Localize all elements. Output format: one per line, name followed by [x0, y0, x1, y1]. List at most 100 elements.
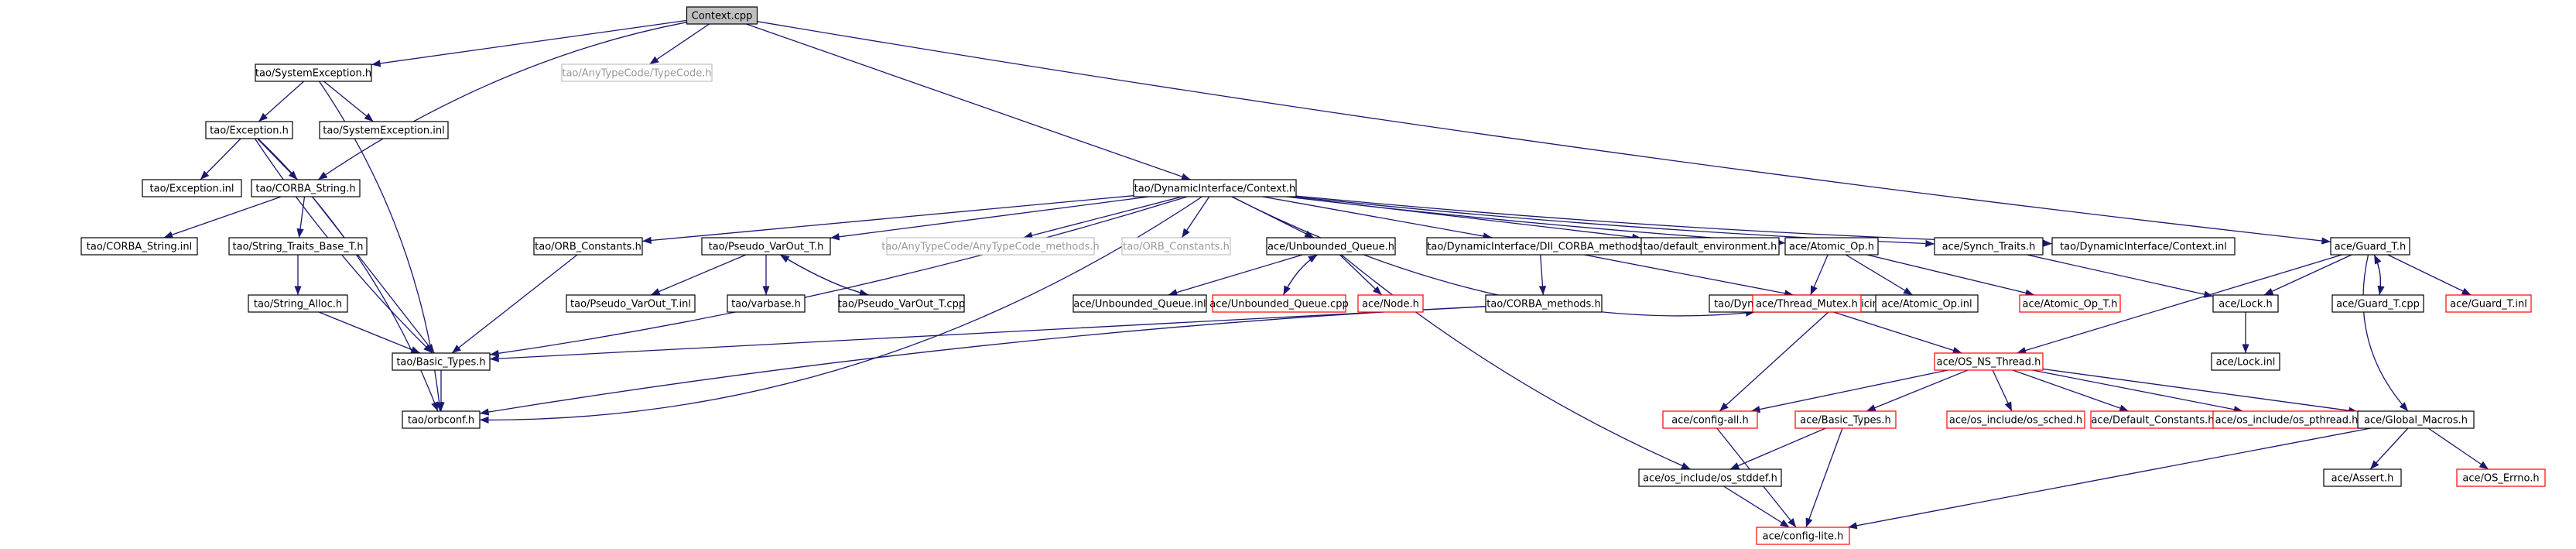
node-dictx[interactable]: tao/DynamicInterface/Context.h [1133, 179, 1297, 197]
node-label: ace/os_include/os_pthread.h [2215, 415, 2359, 427]
node-guardtinl[interactable]: ace/Guard_T.inl [2445, 294, 2532, 313]
node-threadmutex[interactable]: ace/Thread_Mutex.h [1752, 294, 1862, 313]
node-defenv[interactable]: tao/default_environment.h [1640, 237, 1780, 256]
node-acebasic[interactable]: ace/Basic_Types.h [1794, 410, 1897, 429]
node-pseudovarcpp[interactable]: tao/Pseudo_VarOut_T.cpp [838, 294, 965, 313]
node-label: tao/CORBA_methods.h [1486, 299, 1600, 311]
edges-layer [163, 19, 2489, 530]
edge-osns-to-configall [1750, 369, 1948, 413]
node-assert[interactable]: ace/Assert.h [2323, 468, 2402, 487]
node-lockinl[interactable]: ace/Lock.inl [2211, 352, 2280, 371]
node-label: tao/ORB_Constants.h [535, 242, 641, 253]
node-unbqcpp[interactable]: ace/Unbounded_Queue.cpp [1209, 294, 1349, 313]
node-orbconst1[interactable]: tao/ORB_Constants.h [533, 237, 643, 256]
edge-unbq-to-unbqcpp [1282, 254, 1318, 296]
edge-unbq-to-osstddef [1340, 254, 1691, 470]
node-label: ace/Atomic_Op.h [1789, 242, 1874, 253]
node-label: tao/SystemException.h [255, 68, 371, 80]
node-unbqinl[interactable]: ace/Unbounded_Queue.inl [1072, 294, 1207, 313]
node-exc[interactable]: tao/Exception.h [205, 121, 293, 139]
node-label: tao/DynamicInterface/Context.h [1134, 184, 1296, 195]
node-osns[interactable]: ace/OS_NS_Thread.h [1934, 352, 2044, 371]
node-defconst[interactable]: ace/Default_Constants.h [2090, 410, 2215, 429]
dependency-edge [1750, 369, 1948, 413]
node-atomicop[interactable]: ace/Atomic_Op.h [1784, 237, 1879, 256]
node-atomicopinl[interactable]: ace/Atomic_Op.inl [1875, 294, 1979, 313]
edge-osstddef-to-configlite [1723, 486, 1790, 528]
node-box [1752, 294, 1862, 313]
node-anytc[interactable]: tao/AnyTypeCode/TypeCode.h [561, 63, 713, 82]
dependency-edge [779, 254, 869, 296]
dependency-edge [2263, 254, 2352, 296]
edge-stralloc-to-basictypes [318, 311, 421, 354]
node-corbastr[interactable]: tao/CORBA_String.h [251, 179, 361, 197]
dependency-edge [2373, 254, 2382, 296]
node-guardtcpp[interactable]: ace/Guard_T.cpp [2331, 294, 2424, 313]
node-label: ace/Assert.h [2331, 473, 2394, 485]
edge-root-to-dictx [746, 23, 1191, 180]
node-configlite[interactable]: ace/config-lite.h [1756, 527, 1850, 545]
edge-osns-to-acebasic [1866, 369, 1969, 412]
node-configall[interactable]: ace/config-all.h [1662, 410, 1758, 429]
dependency-edge [1023, 196, 1182, 239]
node-excinl[interactable]: tao/Exception.inl [142, 179, 242, 197]
edge-dictx-to-orbconst2 [1181, 196, 1210, 238]
node-corbameth[interactable]: tao/CORBA_methods.h [1485, 294, 1603, 313]
edge-osns-to-ospthread [2032, 369, 2243, 413]
node-box [1794, 410, 1897, 429]
node-ossched[interactable]: ace/os_include/os_sched.h [1946, 410, 2085, 429]
node-strtraits[interactable]: tao/String_Traits_Base_T.h [228, 237, 368, 256]
node-box [248, 294, 348, 313]
dependency-edge [1729, 427, 1826, 470]
node-label: tao/Basic_Types.h [396, 357, 485, 369]
node-label: ace/config-all.h [1671, 415, 1749, 427]
node-sysexc[interactable]: tao/SystemException.h [255, 63, 372, 82]
node-nodeh[interactable]: ace/Node.h [1357, 294, 1424, 313]
dependency-edge [1168, 254, 1303, 297]
node-sysexcinl[interactable]: tao/SystemException.inl [319, 121, 449, 139]
node-box [142, 179, 242, 197]
node-stralloc[interactable]: tao/String_Alloc.h [248, 294, 348, 313]
edge-pseudovar-to-pseudovarcpp [779, 254, 869, 297]
node-varbase[interactable]: tao/varbase.h [727, 294, 806, 313]
node-label: ace/OS_Errno.h [2462, 473, 2539, 485]
node-basictypes[interactable]: tao/Basic_Types.h [392, 352, 491, 371]
node-corbastrinl[interactable]: tao/CORBA_String.inl [80, 237, 198, 256]
node-oserrno[interactable]: ace/OS_Errno.h [2456, 468, 2546, 487]
node-anytcm[interactable]: tao/AnyTypeCode/AnyTypeCode_methods.h [881, 237, 1100, 256]
node-atomicopt[interactable]: ace/Atomic_Op_T.h [2019, 294, 2121, 313]
node-label: tao/String_Alloc.h [254, 299, 342, 311]
node-label: tao/AnyTypeCode/AnyTypeCode_methods.h [881, 242, 1100, 253]
edge-diimeth-to-diexport [1584, 254, 1794, 297]
node-lockh[interactable]: ace/Lock.h [2212, 294, 2279, 313]
dependency-edge [1719, 311, 1829, 412]
dependency-edge [312, 196, 435, 354]
edge-globalmacros-to-oserrno [2427, 427, 2489, 470]
node-box [319, 121, 449, 139]
node-orbconst2[interactable]: tao/ORB_Constants.h [1121, 237, 1231, 256]
node-pseudovarinl[interactable]: tao/Pseudo_VarOut_T.inl [566, 294, 696, 313]
node-box [2357, 410, 2475, 429]
node-pseudovar[interactable]: tao/Pseudo_VarOut_T.h [701, 237, 831, 256]
node-unbq[interactable]: ace/Unbounded_Queue.h [1266, 237, 1396, 256]
edge-dictx-to-anytcm [1023, 196, 1182, 239]
node-osstddef[interactable]: ace/os_include/os_stddef.h [1638, 468, 1782, 487]
node-box [701, 237, 831, 256]
node-synch[interactable]: ace/Synch_Traits.h [1934, 237, 2044, 256]
node-box [1640, 237, 1780, 256]
node-orbconf[interactable]: tao/orbconf.h [402, 410, 481, 429]
dependency-edge [479, 306, 1486, 416]
edge-orbconst1-to-basictypes [451, 254, 578, 354]
node-label: tao/AnyTypeCode/TypeCode.h [562, 68, 711, 80]
edge-guardt-to-osns [2017, 254, 2342, 355]
node-ctxinl[interactable]: tao/DynamicInterface/Context.inl [2051, 237, 2236, 256]
edge-dictx-to-synch [1294, 196, 1935, 248]
node-label: tao/Pseudo_VarOut_T.cpp [838, 299, 965, 311]
node-globalmacros[interactable]: ace/Global_Macros.h [2357, 410, 2475, 429]
node-diimeth[interactable]: tao/DynamicInterface/DII_CORBA_methods.h [1426, 237, 1654, 256]
node-guardt[interactable]: ace/Guard_T.h [2330, 237, 2410, 256]
node-label: tao/DynamicInterface/DII_CORBA_methods.h [1427, 242, 1653, 253]
node-ospthread[interactable]: ace/os_include/os_pthread.h [2212, 410, 2361, 429]
node-box [2051, 237, 2236, 256]
node-box [727, 294, 806, 313]
